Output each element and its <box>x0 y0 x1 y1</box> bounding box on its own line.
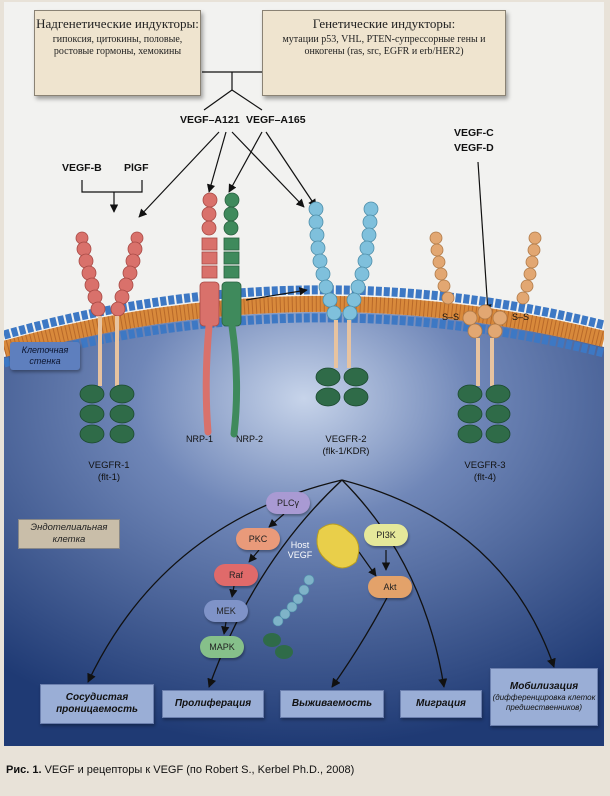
node-pkc: PKC <box>236 528 280 550</box>
label-ss-left: S–S <box>442 312 460 322</box>
outcome-mobilization: Мобилизация (дифференцировка клеток пред… <box>490 668 598 726</box>
vegfr2-receptor <box>308 201 379 407</box>
diagram-canvas <box>4 71 604 746</box>
outcome-migration: Миграция <box>400 690 482 718</box>
cytoplasm <box>4 311 604 746</box>
vegfr3-name: VEGFR-3 <box>464 460 506 471</box>
label-vegf-b: VEGF-B <box>62 162 102 174</box>
outcome-permeability: Сосудистая проницаемость <box>40 684 154 724</box>
nrp1-receptor <box>199 192 220 436</box>
genetic-inducers-box: Генетические индукторы: мутации p53, VHL… <box>262 10 506 96</box>
node-mek: MEK <box>204 600 248 622</box>
label-nrp1: NRP-1 <box>186 434 214 444</box>
epigenetic-inducers-box: Надгенетические индукторы: гипоксия, цит… <box>34 10 201 96</box>
cascade-arrows <box>221 513 391 635</box>
host-vegf-chain <box>272 574 315 627</box>
label-pigf: PlGF <box>124 162 149 174</box>
caption-text: VEGF и рецепторы к VEGF (по Robert S., K… <box>44 764 355 776</box>
label-vegf-a165: VEGF–A165 <box>246 114 306 126</box>
label-nrp2: NRP-2 <box>236 434 264 444</box>
label-vegfr1: VEGFR-1 (flt-1) <box>74 460 144 484</box>
epigenetic-inducers-text: гипоксия, цитокины, половые, ростовые го… <box>52 34 183 57</box>
vegfr2-name: VEGFR-2 <box>325 434 367 445</box>
figure: Надгенетические индукторы: гипоксия, цит… <box>4 2 604 746</box>
label-vegf-c: VEGF-C <box>454 127 494 139</box>
outcome-mobilization-sub: (дифференцировка клеток предшественников… <box>492 693 596 712</box>
cell-label: Эндотелиальная клетка <box>18 519 120 549</box>
vegfr1-name: VEGFR-1 <box>88 460 130 471</box>
label-vegf-a121: VEGF–A121 <box>180 114 240 126</box>
genetic-inducers-title: Генетические индукторы: <box>312 16 456 31</box>
outcome-proliferation: Пролиферация <box>162 690 264 718</box>
genetic-inducers-text: мутации p53, VHL, PTEN-супрессорные гены… <box>282 34 486 57</box>
vegfr3-receptor <box>429 231 542 444</box>
membrane-core-stripes <box>4 295 604 357</box>
node-mapk: MAPK <box>200 636 244 658</box>
nrp2-receptor <box>221 192 242 438</box>
node-raf: Raf <box>214 564 258 586</box>
label-ss-right: S–S <box>512 312 530 322</box>
caption-prefix: Рис. 1. <box>6 764 42 776</box>
node-akt: Akt <box>368 576 412 598</box>
label-vegf-d: VEGF-D <box>454 142 494 154</box>
inducer-connectors <box>202 71 263 111</box>
node-plcg: PLCγ <box>266 492 310 514</box>
label-vegfr3: VEGFR-3 (flt-4) <box>450 460 520 484</box>
membrane-label: Клеточная стенка <box>10 342 80 370</box>
outcome-survival: Выживаемость <box>280 690 384 718</box>
vegfr1-receptor <box>75 231 144 444</box>
membrane-inner-leaflet <box>4 313 604 368</box>
outcome-mobilization-title: Мобилизация <box>509 681 579 692</box>
host-vegf-molecule <box>316 523 360 569</box>
vegfr3-alias: (flt-4) <box>473 472 497 483</box>
vegfr1-alias: (flt-1) <box>97 472 121 483</box>
vegfr2-alias: (flk-1/KDR) <box>322 446 370 457</box>
label-vegfr2: VEGFR-2 (flk-1/KDR) <box>306 434 386 458</box>
ligand-arrows <box>109 131 492 313</box>
vegfb-pigf-bracket <box>81 180 143 193</box>
epigenetic-inducers-title: Надгенетические индукторы: <box>36 16 199 31</box>
node-pi3k: PI3K <box>364 524 408 546</box>
label-host-vegf: Host VEGF <box>287 540 313 560</box>
figure-caption: Рис. 1. VEGF и рецепторы к VEGF (по Robe… <box>6 764 354 776</box>
host-vegf-kinase <box>263 633 293 659</box>
